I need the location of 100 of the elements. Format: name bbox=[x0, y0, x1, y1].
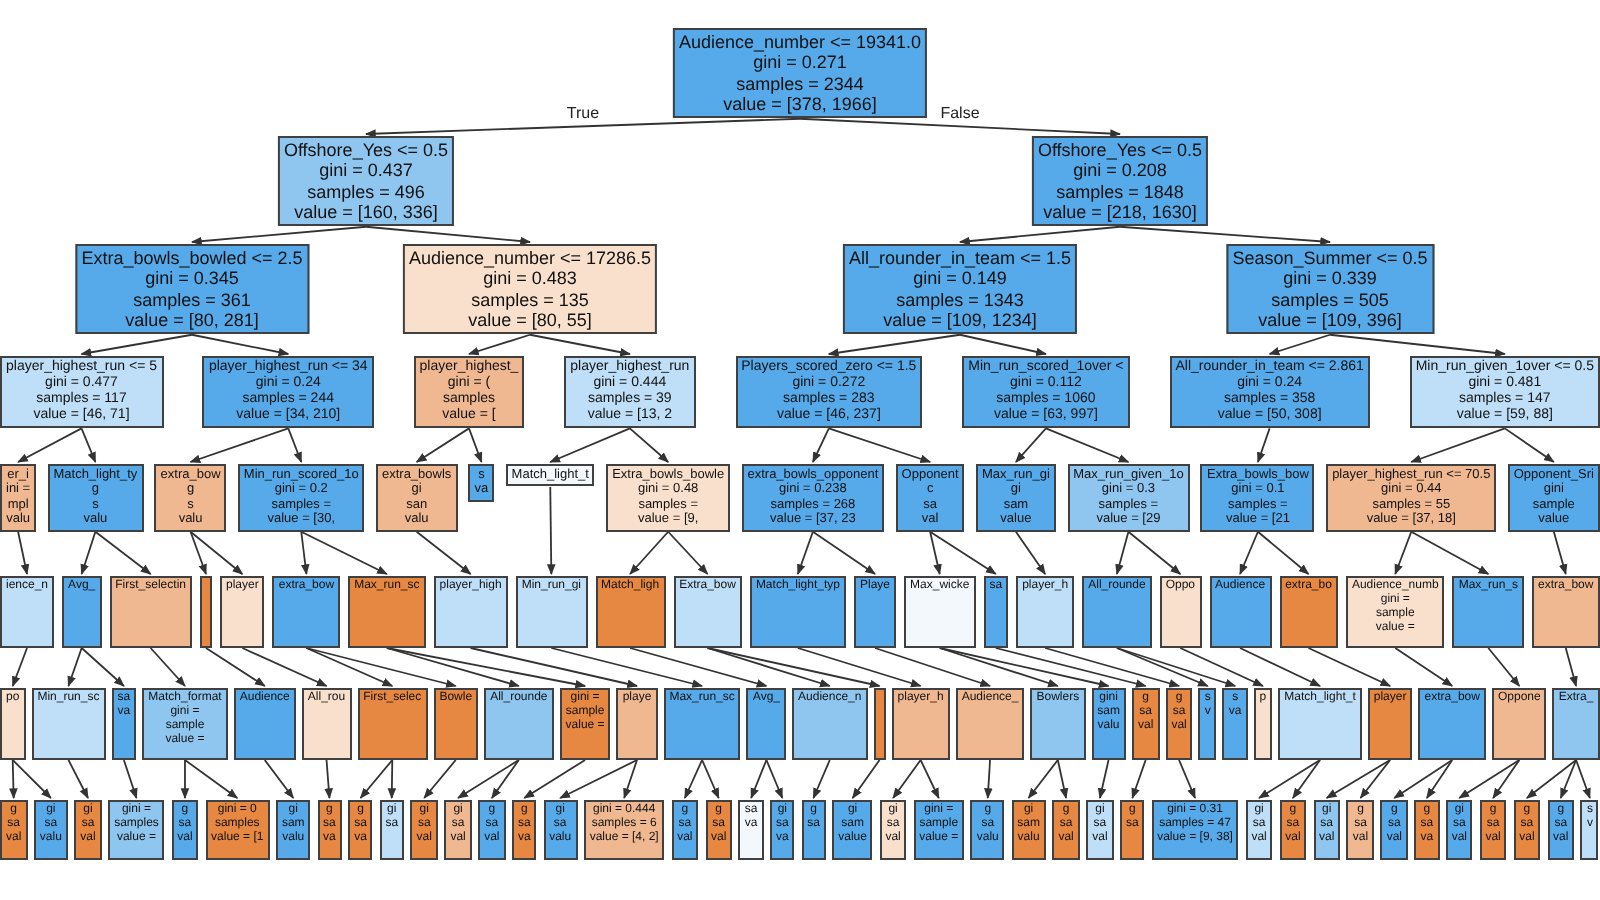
tree-node bbox=[202, 356, 374, 429]
arrow bbox=[1015, 530, 1047, 575]
tree-node bbox=[108, 800, 165, 860]
arrow bbox=[190, 225, 367, 246]
node-text: value = [109, 396] bbox=[1258, 310, 1402, 331]
tree-node bbox=[606, 464, 731, 532]
tree-node bbox=[0, 800, 28, 860]
arrow bbox=[387, 759, 397, 800]
node-text: samples = 2344 bbox=[736, 73, 864, 95]
tree-node bbox=[75, 244, 309, 335]
tree-node bbox=[410, 800, 438, 860]
arrow bbox=[94, 530, 152, 575]
tree-node bbox=[0, 464, 37, 532]
tree-node bbox=[1491, 688, 1547, 760]
arrow bbox=[1552, 530, 1568, 576]
arrow bbox=[1393, 759, 1454, 799]
tree-node bbox=[205, 800, 270, 860]
arrow bbox=[80, 647, 125, 687]
tree-node bbox=[1414, 800, 1440, 860]
tree-node bbox=[478, 800, 506, 860]
tree-node bbox=[1445, 800, 1473, 860]
arrow bbox=[529, 333, 631, 357]
edge-label: False bbox=[938, 106, 982, 123]
tree-node bbox=[671, 800, 699, 860]
tree-node bbox=[769, 800, 795, 860]
arrow bbox=[1127, 530, 1182, 575]
tree-node bbox=[749, 576, 846, 648]
arrow bbox=[812, 530, 876, 575]
tree-node bbox=[379, 800, 405, 860]
tree-node bbox=[468, 464, 495, 502]
arrow bbox=[1410, 427, 1506, 463]
arrow bbox=[364, 117, 801, 138]
arrow bbox=[189, 427, 290, 463]
tree-node bbox=[1031, 136, 1209, 227]
arrow bbox=[765, 759, 784, 799]
tree-node bbox=[1200, 464, 1315, 532]
arrow bbox=[180, 759, 190, 800]
arrow bbox=[1559, 759, 1577, 799]
arrow bbox=[1239, 647, 1321, 687]
arrow bbox=[559, 759, 638, 799]
tree-node bbox=[975, 464, 1056, 532]
tree-node bbox=[1222, 688, 1248, 760]
arrow bbox=[827, 333, 961, 357]
tree-node bbox=[47, 464, 144, 532]
node-text: gini = 0.339 bbox=[1283, 268, 1377, 290]
arrow bbox=[706, 647, 881, 689]
arrow bbox=[750, 759, 768, 799]
arrow bbox=[549, 427, 631, 463]
node-text: value = [80, 55] bbox=[468, 310, 592, 331]
tree-node bbox=[955, 688, 1025, 760]
arrow bbox=[80, 530, 97, 576]
arrow bbox=[184, 759, 239, 799]
tree-node bbox=[1091, 688, 1126, 760]
arrow bbox=[1239, 530, 1259, 575]
tree-node bbox=[375, 464, 458, 532]
arrow bbox=[468, 427, 483, 463]
tree-node bbox=[1159, 576, 1201, 648]
tree-node bbox=[1131, 688, 1160, 760]
tree-node bbox=[1345, 576, 1445, 648]
arrow bbox=[80, 333, 193, 357]
tree-node bbox=[1165, 688, 1193, 760]
tree-node bbox=[913, 800, 965, 860]
node-text: Season_Summer <= 0.5 bbox=[1232, 248, 1428, 269]
node-text: gini = 0.437 bbox=[319, 160, 413, 182]
arrow bbox=[546, 486, 556, 576]
tree-node bbox=[1082, 576, 1152, 648]
arrow bbox=[457, 759, 520, 799]
tree-node bbox=[0, 688, 26, 760]
arrow bbox=[1526, 759, 1577, 799]
tree-node bbox=[413, 356, 525, 429]
arrow bbox=[1178, 759, 1196, 799]
node-text: value = [109, 1234] bbox=[883, 310, 1037, 331]
arrow bbox=[263, 759, 295, 799]
arrow bbox=[550, 647, 704, 688]
node-text: gini = 0.345 bbox=[145, 268, 239, 290]
arrow bbox=[1257, 530, 1310, 575]
tree-node bbox=[1245, 800, 1273, 860]
arrow bbox=[191, 333, 290, 357]
arrow bbox=[11, 759, 52, 799]
tree-node bbox=[895, 464, 965, 532]
node-text: samples = 361 bbox=[133, 289, 251, 311]
arrow bbox=[1564, 647, 1578, 688]
arrow bbox=[300, 530, 388, 575]
tree-node bbox=[1052, 800, 1080, 860]
arrow bbox=[467, 333, 531, 356]
arrow bbox=[1359, 759, 1392, 799]
tree-node bbox=[1326, 464, 1497, 532]
arrow bbox=[984, 759, 993, 800]
arrow bbox=[959, 333, 1047, 357]
arrow bbox=[149, 647, 186, 687]
arrow bbox=[385, 647, 520, 688]
arrow bbox=[1458, 759, 1521, 799]
arrow bbox=[1116, 647, 1209, 687]
tree-node bbox=[433, 576, 508, 648]
tree-node bbox=[842, 244, 1078, 335]
tree-node bbox=[1011, 800, 1046, 860]
tree-node bbox=[357, 688, 428, 760]
arrow bbox=[1325, 759, 1392, 799]
arrow bbox=[1027, 759, 1059, 799]
tree-node bbox=[1507, 464, 1600, 532]
